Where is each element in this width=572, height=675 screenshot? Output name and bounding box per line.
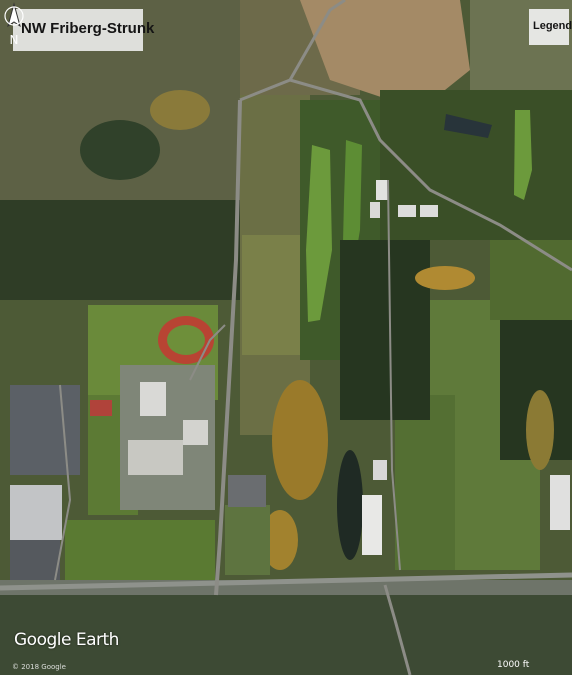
- map-title: NW Friberg-Strunk: [13, 9, 154, 51]
- google-earth-logo: Google Earth: [14, 630, 119, 650]
- copyright-text: © 2018 Google: [12, 663, 66, 671]
- legend-button[interactable]: Legend: [529, 9, 572, 45]
- north-arrow-icon: N: [4, 2, 24, 47]
- scale-label: 1000 ft: [497, 660, 530, 670]
- north-label: N: [10, 33, 19, 47]
